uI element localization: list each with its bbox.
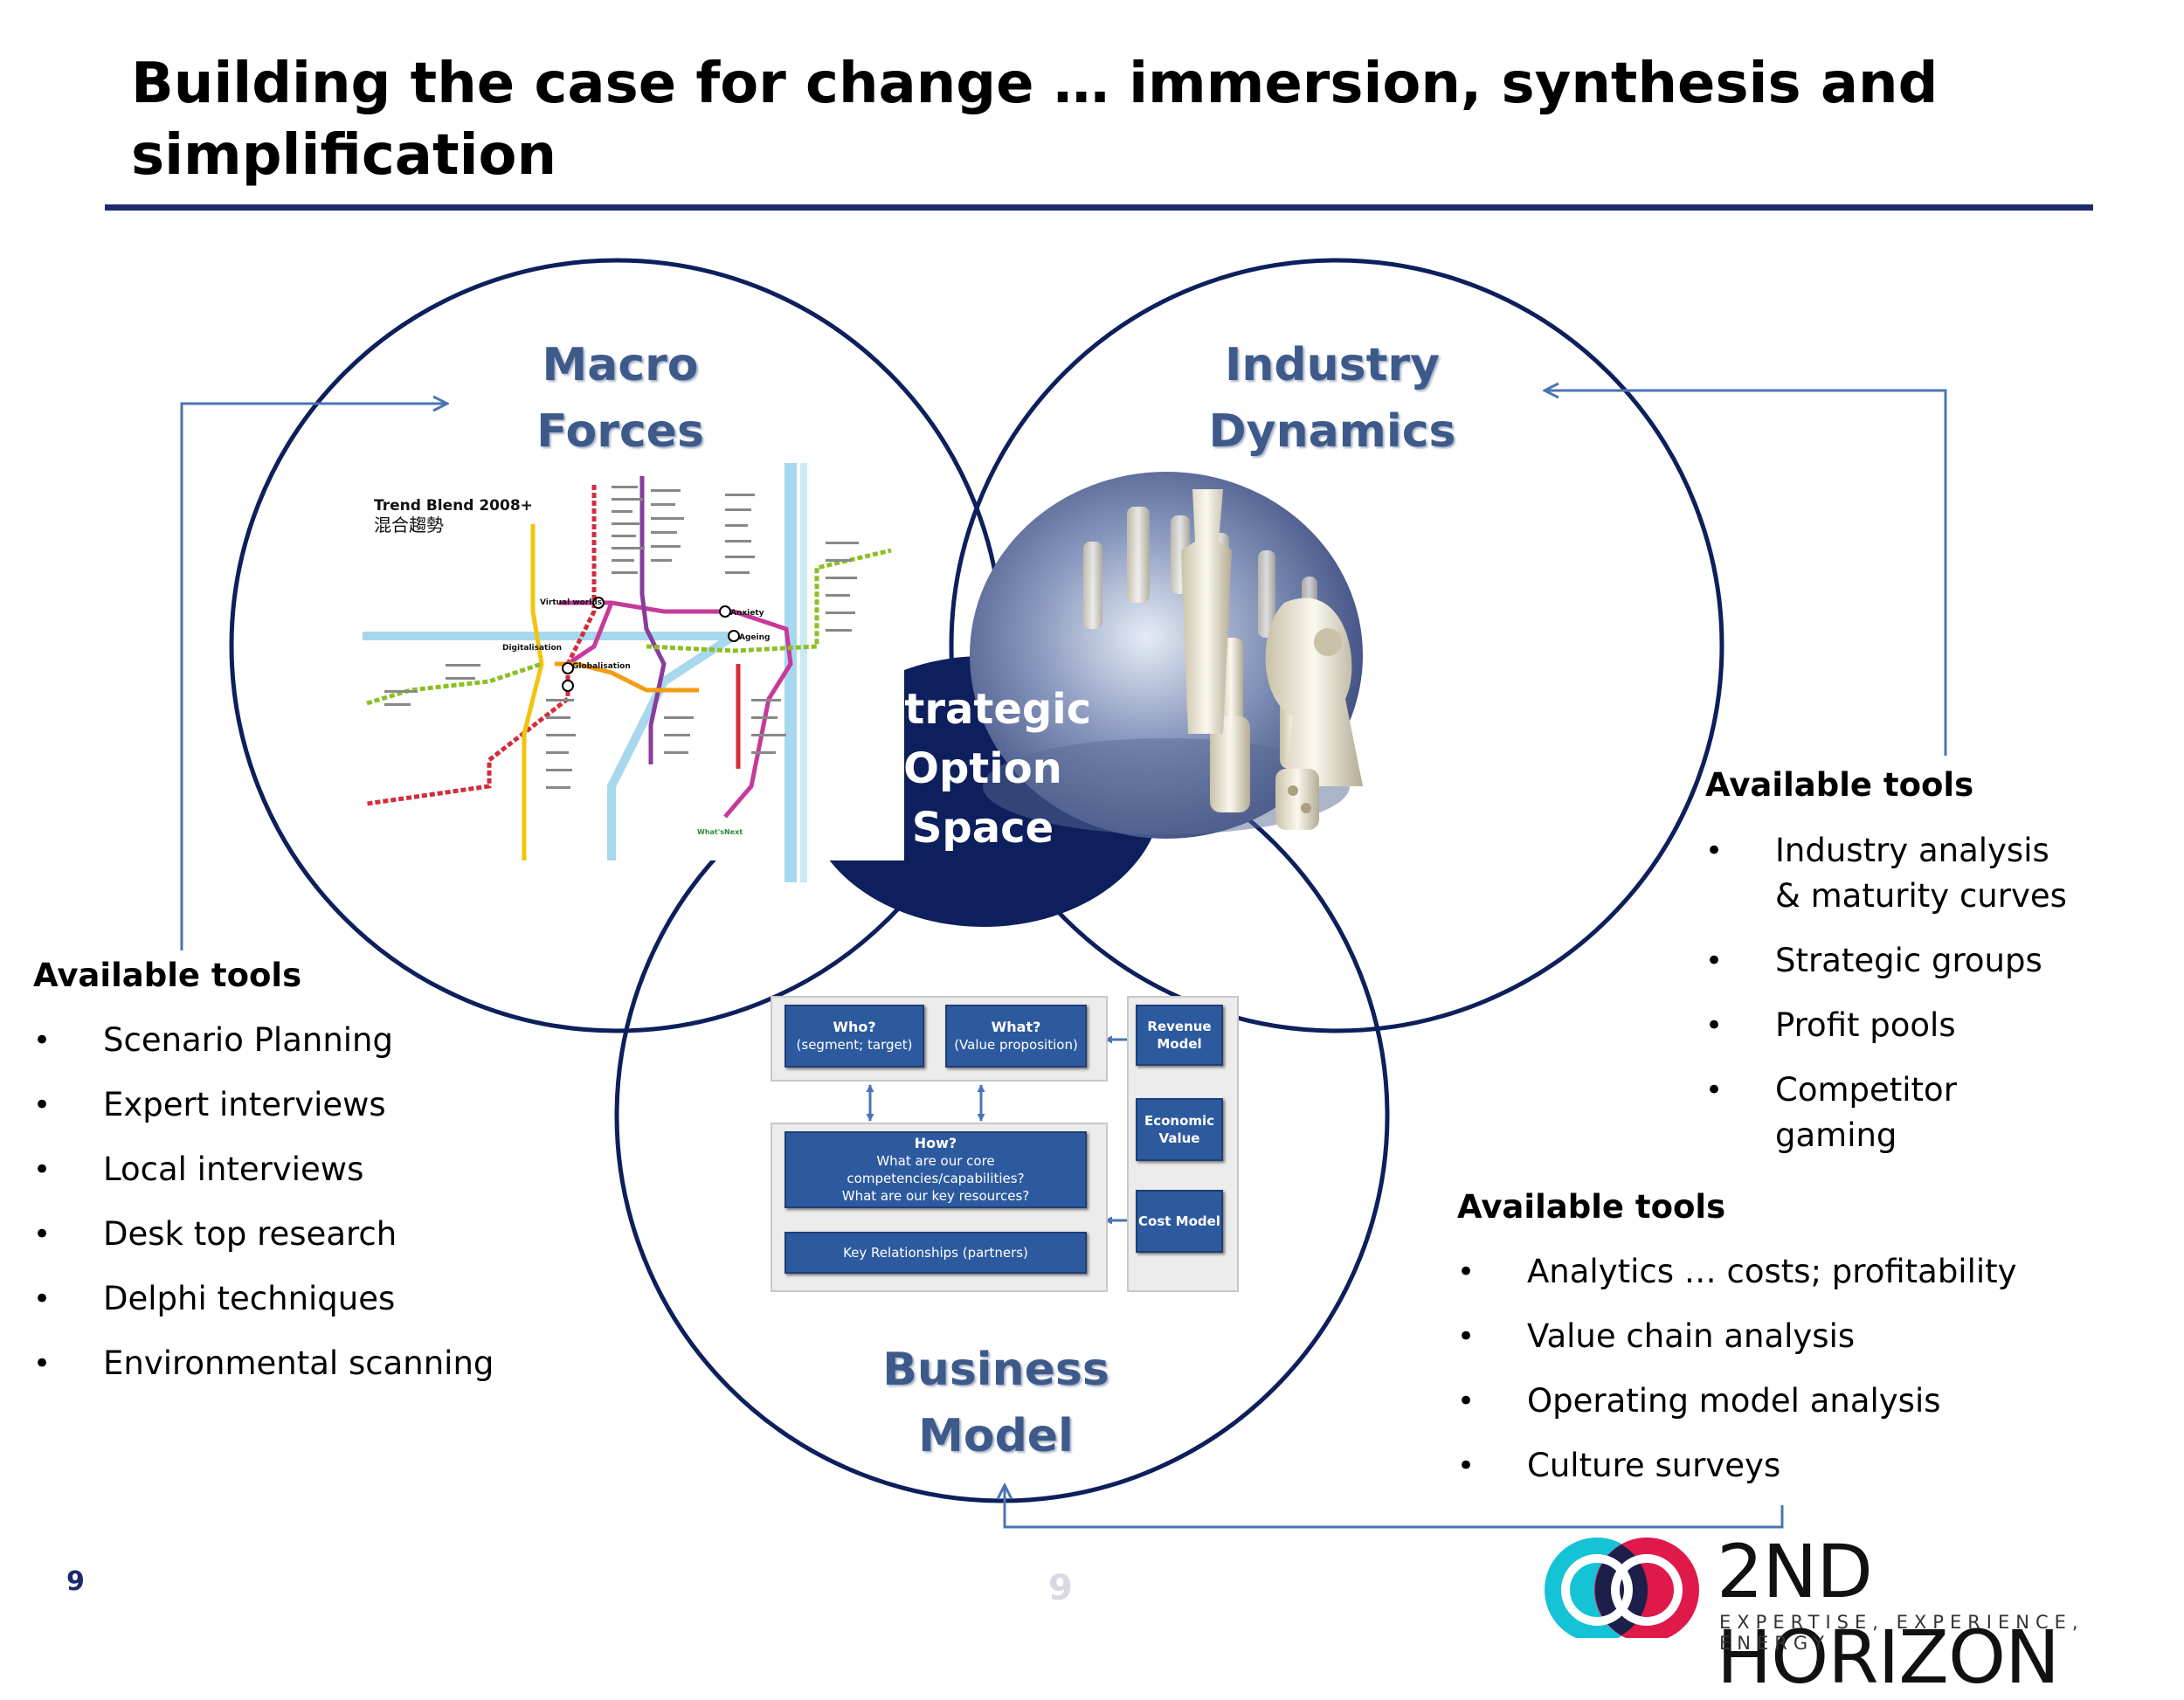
metro-station-ageing: Ageing xyxy=(739,633,770,642)
industry-dynamics-label: Industry Dynamics xyxy=(1171,332,1494,465)
bm-how-line2: What are our key resources? xyxy=(841,1188,1030,1204)
metro-title-zh: 混合趨勢 xyxy=(374,515,444,536)
center-line1: Strategic xyxy=(874,685,1092,734)
industry-dynamics-line2: Dynamics xyxy=(1208,405,1456,458)
bottom-tools-list: Analytics … costs; profitability Value c… xyxy=(1457,1249,2156,1489)
trend-blend-metro-map: Trend Blend 2008+ 混合趨勢 Virtual worlds Di… xyxy=(363,459,904,882)
left-tool-item: Local interviews xyxy=(33,1147,557,1192)
macro-forces-label: Macro Forces xyxy=(489,332,751,465)
left-tools-heading: Available tools xyxy=(33,957,302,994)
metro-footer-label: What'sNext xyxy=(697,828,743,836)
bottom-tool-item: Analytics … costs; profitability xyxy=(1457,1249,2156,1295)
bm-revenue: Revenue Model xyxy=(1147,1019,1212,1052)
page-number-watermark: 9 xyxy=(1048,1568,1073,1608)
business-feedback-arrow xyxy=(1005,1485,1784,1529)
right-tool-item: Industry analysis & maturity curves xyxy=(1705,828,2081,919)
bm-cost: Cost Model xyxy=(1138,1213,1220,1229)
industry-dynamics-line1: Industry xyxy=(1225,339,1440,391)
right-tool-item: Profit pools xyxy=(1705,1003,2081,1048)
bm-cost-box: Cost Model xyxy=(1136,1190,1223,1253)
industry-feedback-arrow xyxy=(1545,390,1947,756)
bm-what-sub: (Value proposition) xyxy=(954,1037,1078,1053)
venn-diagram: Trend Blend 2008+ 混合趨勢 Virtual worlds Di… xyxy=(180,258,1947,1638)
right-tool-item: Strategic groups xyxy=(1705,938,2081,984)
bm-who-box: Who? (segment; target) xyxy=(784,1005,924,1068)
bm-economic: Economic Value xyxy=(1144,1113,1215,1146)
bm-revenue-box: Revenue Model xyxy=(1136,1005,1223,1066)
left-tool-item: Desk top research xyxy=(33,1212,557,1257)
chess-pieces-image xyxy=(970,472,1363,839)
center-line2: Option xyxy=(903,744,1062,793)
bottom-tool-item: Culture surveys xyxy=(1457,1443,2156,1489)
bm-how-line1: What are our core competencies/capabilit… xyxy=(847,1153,1025,1186)
macro-feedback-arrow xyxy=(180,404,447,950)
metro-station-globalisation: Globalisation xyxy=(572,662,631,671)
strategic-option-space-label: Strategic Option Space xyxy=(804,680,1162,858)
business-model-line1: Business xyxy=(882,1344,1109,1396)
bottom-tool-item: Value chain analysis xyxy=(1457,1314,2156,1359)
industry-dynamics-circle xyxy=(949,258,1724,1033)
macro-forces-line1: Macro xyxy=(542,339,699,391)
business-model-label: Business Model xyxy=(856,1337,1136,1469)
left-tool-item: Expert interviews xyxy=(33,1082,557,1128)
bm-economic-box: Economic Value xyxy=(1136,1098,1223,1161)
bm-key-relationships-box: Key Relationships (partners) xyxy=(784,1232,1087,1274)
bm-key-relationships: Key Relationships (partners) xyxy=(843,1245,1028,1261)
bm-how-title: How? xyxy=(914,1135,957,1151)
right-tools-list: Industry analysis & maturity curves Stra… xyxy=(1705,828,2081,1158)
bm-how-box: How? What are our core competencies/capa… xyxy=(784,1131,1087,1208)
macro-forces-line2: Forces xyxy=(536,405,704,458)
bottom-tool-item: Operating model analysis xyxy=(1457,1379,2156,1424)
left-tool-item: Delphi techniques xyxy=(33,1276,557,1322)
metro-station-digitalisation: Digitalisation xyxy=(502,644,562,653)
title-rule xyxy=(105,204,2093,211)
right-tools-heading: Available tools xyxy=(1705,766,1974,804)
brand-tagline: EXPERTISE, EXPERIENCE, ENERGY xyxy=(1719,1612,2084,1654)
center-line3: Space xyxy=(911,804,1054,853)
bottom-tools-heading: Available tools xyxy=(1457,1188,1726,1226)
brand-logo-icon xyxy=(1545,1538,1699,1638)
bm-what-title: What? xyxy=(991,1019,1041,1035)
left-tools-list: Scenario Planning Expert interviews Loca… xyxy=(33,1018,557,1386)
metro-station-anxiety: Anxiety xyxy=(730,609,764,618)
left-tool-item: Environmental scanning xyxy=(33,1341,557,1386)
right-tool-item: Competitor gaming xyxy=(1705,1068,2081,1158)
page-number: 9 xyxy=(66,1566,85,1597)
slide-title: Building the case for change … immersion… xyxy=(131,52,1939,188)
bm-what-box: What? (Value proposition) xyxy=(945,1005,1087,1068)
metro-station-virtual-worlds: Virtual worlds xyxy=(540,598,602,607)
bm-who-title: Who? xyxy=(833,1019,876,1035)
metro-title-en: Trend Blend 2008+ xyxy=(374,497,533,515)
business-model-line2: Model xyxy=(918,1410,1074,1462)
left-tool-item: Scenario Planning xyxy=(33,1018,557,1063)
bm-who-sub: (segment; target) xyxy=(796,1037,913,1053)
